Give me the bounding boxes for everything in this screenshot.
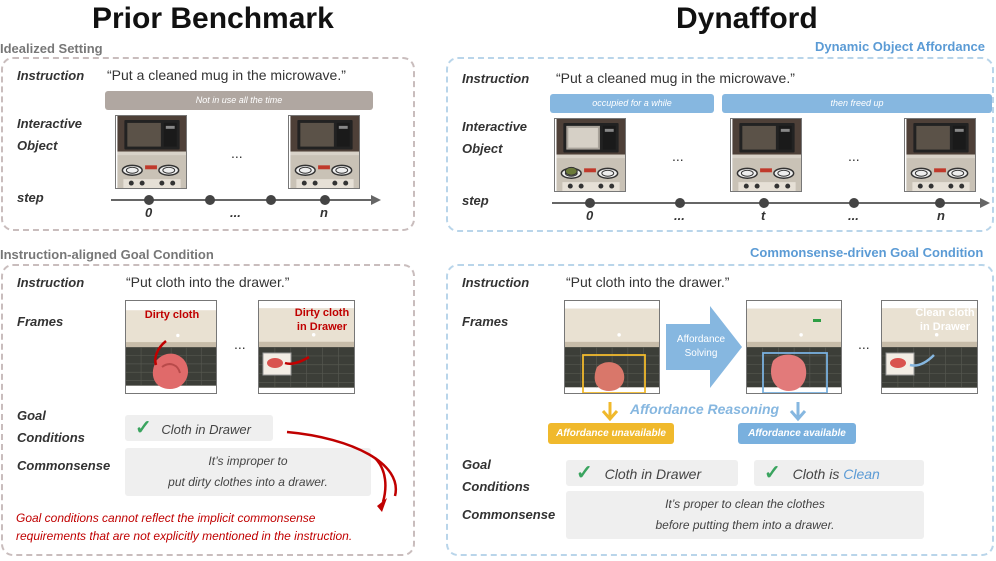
dirty-cloth-frame: Dirty cloth (125, 300, 217, 394)
goal-condition-box: ✓ Cloth in Drawer (125, 415, 273, 441)
interactive-object-label-1: Interactive (17, 116, 83, 131)
commonsense-line-1: It’s proper to clean the clothes (665, 497, 825, 511)
drawer-frame: Dirty cloth in Drawer (258, 300, 355, 394)
affordance-unavailable-tag: Affordance unavailable (548, 423, 674, 444)
step-tick-n: n (937, 208, 945, 223)
freed-bar: then freed up (722, 94, 992, 113)
frame-caption-2: in Drawer (296, 321, 348, 333)
frames-label: Frames (17, 314, 64, 329)
commonsense-box: It’s proper to clean the clothes before … (566, 491, 924, 539)
yellow-down-arrow-icon (601, 402, 619, 422)
goal-condition-box-1: ✓ Cloth in Drawer (566, 460, 738, 486)
frames-ellipsis: ... (234, 336, 246, 352)
affordance-solving-line-2: Solving (684, 348, 718, 359)
right-main-title: Dynafford (676, 2, 818, 35)
limitation-note: Goal conditions cannot reflect the impli… (16, 509, 352, 545)
interactive-object-label-2: Object (462, 141, 503, 156)
left-top-section-title: Idealized Setting (0, 41, 103, 56)
blue-down-arrow-icon (789, 402, 807, 422)
commonsense-line-1: It’s improper to (208, 454, 288, 468)
goal-label-2: Conditions (17, 430, 85, 445)
frame-caption-1: Dirty cloth (294, 307, 350, 319)
goal-condition-highlight: Clean (843, 466, 880, 482)
right-top-panel: Instruction “Put a cleaned mug in the mi… (446, 57, 994, 232)
goal-label-2: Conditions (462, 479, 530, 494)
step-tick-0: 0 (586, 208, 594, 223)
occupied-bar: occupied for a while (550, 94, 714, 113)
right-bottom-section-title: Commonsense-driven Goal Condition (750, 245, 984, 260)
availability-bar: Not in use all the time (105, 91, 373, 110)
instruction-text: “Put a cleaned mug in the microwave.” (556, 70, 795, 86)
goal-label-1: Goal (462, 457, 491, 472)
left-bottom-panel: Instruction “Put cloth into the drawer.”… (1, 264, 415, 556)
frames-ellipsis: ... (672, 148, 684, 164)
red-curved-arrow (286, 430, 398, 512)
limitation-note-line-1: Goal conditions cannot reflect the impli… (16, 511, 316, 525)
affordance-reasoning-label: Affordance Reasoning (630, 401, 780, 417)
affordance-solving-arrow (666, 306, 742, 388)
limitation-note-line-2: requirements that are not explicitly men… (16, 529, 353, 543)
frame-caption: Dirty cloth (144, 309, 200, 321)
instruction-label: Instruction (17, 275, 85, 290)
instruction-label: Instruction (462, 275, 530, 290)
step-tick-0: 0 (145, 205, 153, 220)
goal-condition-text-2: Cloth is (792, 466, 844, 482)
left-main-title: Prior Benchmark (92, 2, 334, 35)
commonsense-box: It’s improper to put dirty clothes into … (125, 448, 371, 496)
left-top-panel: Instruction “Put a cleaned mug in the mi… (1, 57, 415, 231)
check-icon: ✓ (135, 417, 152, 439)
step-timeline (552, 198, 990, 208)
instruction-label: Instruction (17, 68, 85, 83)
goal-condition-text-1: Cloth in Drawer (604, 466, 702, 482)
goal-condition-text: Cloth in Drawer (161, 422, 251, 437)
frames-label: Frames (462, 314, 509, 329)
step-tick-t: t (761, 208, 766, 223)
right-bottom-panel: Instruction “Put cloth into the drawer.”… (446, 264, 994, 556)
commonsense-line-2: put dirty clothes into a drawer. (168, 475, 328, 489)
instruction-text: “Put cloth into the drawer.” (126, 274, 290, 290)
step-tick-ellipsis: ... (848, 208, 859, 223)
dirty-cloth-frame (564, 300, 660, 394)
clean-cloth-frame (746, 300, 842, 394)
interactive-object-label-2: Object (17, 138, 58, 153)
step-tick-n: n (320, 205, 328, 220)
microwave-frame (730, 118, 802, 192)
commonsense-line-2: before putting them into a drawer. (655, 518, 835, 532)
frames-ellipsis: ... (858, 336, 870, 352)
check-icon: ✓ (576, 462, 593, 484)
interactive-object-label-1: Interactive (462, 119, 528, 134)
affordance-available-tag: Affordance available (738, 423, 856, 444)
step-tick-ellipsis: ... (674, 208, 685, 223)
step-label: step (462, 193, 489, 208)
commonsense-label: Commonsense (462, 507, 556, 522)
frame-caption-1: Clean cloth (915, 307, 975, 319)
check-icon: ✓ (764, 462, 781, 484)
step-label: step (17, 190, 44, 205)
instruction-label: Instruction (462, 71, 530, 86)
right-top-section-title: Dynamic Object Affordance (815, 39, 986, 54)
microwave-frame (904, 118, 976, 192)
affordance-solving-line-1: Affordance (676, 334, 726, 345)
goal-condition-box-2: ✓ Cloth is Clean (754, 460, 924, 486)
commonsense-label: Commonsense (17, 458, 111, 473)
step-timeline (111, 195, 381, 205)
frames-ellipsis: ... (231, 145, 243, 161)
microwave-occupied-frame (554, 118, 626, 192)
instruction-text: “Put cloth into the drawer.” (566, 274, 730, 290)
step-tick-ellipsis: ... (230, 205, 241, 220)
instruction-text: “Put a cleaned mug in the microwave.” (107, 67, 346, 83)
frame-caption-2: in Drawer (919, 321, 971, 333)
microwave-frame (115, 115, 187, 189)
microwave-frame (288, 115, 360, 189)
goal-label-1: Goal (17, 408, 46, 423)
left-bottom-section-title: Instruction-aligned Goal Condition (0, 247, 214, 262)
frames-ellipsis: ... (848, 148, 860, 164)
drawer-result-frame: Clean cloth in Drawer (881, 300, 978, 394)
